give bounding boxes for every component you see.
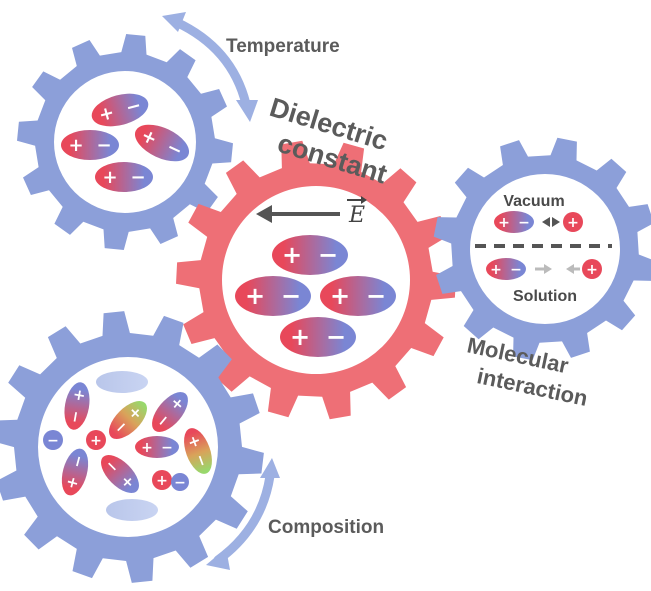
neutral-molecule — [106, 499, 158, 521]
dipole: + − — [272, 235, 348, 275]
plus-sign: + — [156, 473, 168, 489]
dipole: + − — [62, 448, 89, 496]
dipole: + − — [91, 93, 149, 127]
dipole: + − — [320, 276, 396, 316]
plus-sign: + — [102, 167, 117, 188]
plus-sign: + — [245, 282, 265, 310]
minus-sign: − — [47, 433, 59, 449]
anion: − — [171, 473, 189, 491]
cation: + — [152, 470, 172, 490]
minus-sign: − — [510, 262, 522, 278]
minus-sign: − — [318, 241, 338, 269]
composition-label: Composition — [268, 517, 384, 538]
gears-group — [0, 34, 651, 583]
field-arrow-icon — [256, 205, 272, 223]
plus-sign: + — [498, 215, 510, 231]
minus-sign: − — [96, 135, 111, 156]
plus-sign: + — [69, 387, 89, 403]
dipole: + − — [95, 162, 153, 192]
mixture-molecules: − + − + − + − + + − + − — [43, 371, 212, 521]
plus-sign: + — [282, 241, 302, 269]
mixed-molecule: − + — [109, 401, 147, 439]
minus-sign: − — [366, 282, 386, 310]
field-label: E — [348, 203, 365, 228]
plus-sign: + — [141, 440, 153, 456]
plus-sign: + — [97, 102, 117, 126]
minus-sign: − — [174, 475, 186, 491]
dipole: + − — [235, 276, 311, 316]
plus-sign: + — [330, 282, 350, 310]
cation: + — [582, 259, 602, 279]
molecular-interaction-gear — [433, 137, 651, 361]
composition-arrow-icon — [206, 458, 280, 570]
dipole: + − — [280, 317, 356, 357]
minus-sign: − — [326, 323, 346, 351]
plus-sign: + — [184, 433, 205, 451]
neutral-molecule — [96, 371, 148, 393]
cation: + — [86, 430, 106, 450]
minus-sign: − — [161, 440, 173, 456]
minus-sign: − — [281, 282, 301, 310]
plus-sign: + — [68, 135, 83, 156]
solution-label: Solution — [513, 288, 577, 305]
cation: + — [563, 212, 583, 232]
mixed-molecule: + − — [184, 428, 212, 474]
dipole: + − — [134, 124, 190, 162]
dipole: − + — [152, 392, 188, 432]
minus-sign: − — [130, 167, 145, 188]
dipole: − + — [101, 455, 139, 493]
plus-sign: + — [490, 262, 502, 278]
plus-sign: + — [567, 215, 579, 231]
aligned-dipoles: + − + − + − + − — [235, 235, 396, 357]
minus-sign: − — [191, 451, 212, 469]
weak-attraction-arrows-icon — [535, 264, 580, 274]
minus-sign: − — [65, 409, 85, 425]
temperature-gear — [17, 34, 233, 250]
attraction-arrows-icon — [542, 217, 560, 227]
dipole: − + — [64, 382, 90, 430]
dipole: + − — [494, 211, 534, 233]
minus-sign: − — [518, 215, 530, 231]
dipole: + − — [486, 258, 526, 280]
anion: − — [43, 430, 63, 450]
plus-sign: + — [290, 323, 310, 351]
minus-sign: − — [68, 453, 89, 470]
minus-sign: − — [124, 95, 144, 119]
dielectric-gear — [176, 140, 456, 420]
dipole: + − — [135, 436, 179, 458]
temperature-label: Temperature — [226, 36, 340, 57]
dipole: + − — [61, 130, 119, 160]
plus-sign: + — [62, 474, 83, 491]
temperature-arrow-icon — [162, 12, 258, 122]
composition-gear — [0, 311, 264, 583]
vacuum-label: Vacuum — [503, 193, 564, 210]
vacuum-panel: Vacuum + − + — [494, 193, 583, 233]
plus-sign: + — [90, 433, 102, 449]
temperature-dipoles: + − + − + − + − — [61, 93, 190, 192]
solution-panel: + − + Solution — [486, 258, 602, 305]
plus-sign: + — [586, 262, 598, 278]
electric-field: E — [256, 196, 367, 228]
